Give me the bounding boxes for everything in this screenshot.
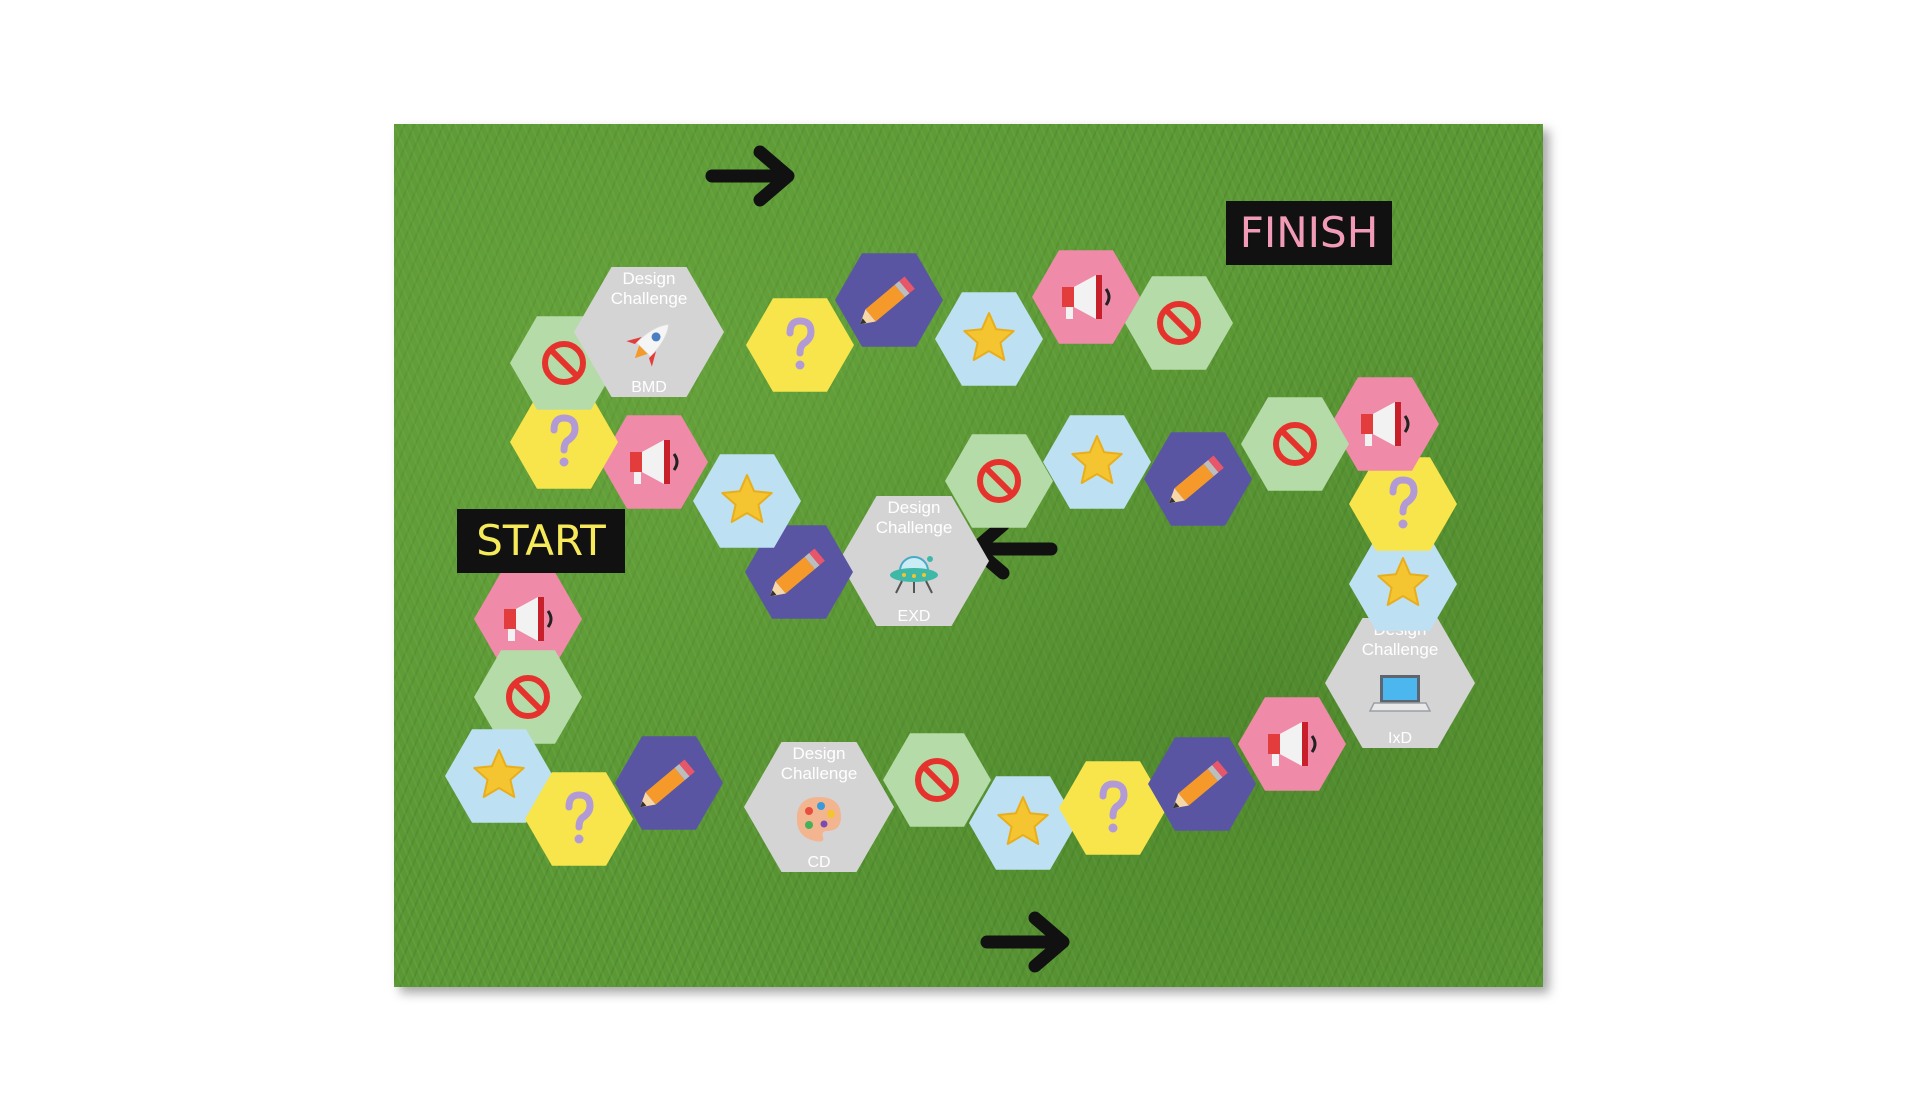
challenge-discipline-label: BMD [631,379,667,396]
question-tile[interactable] [746,298,854,392]
question-mark-icon [786,317,815,370]
start-label: START [457,509,625,573]
stop-tile[interactable] [1241,397,1349,491]
challenge-discipline-label: CD [807,854,830,871]
megaphone-tile[interactable] [1238,697,1346,791]
challenge-heading-line-1: Design [623,269,676,288]
design-challenge-tile[interactable]: DesignChallengeIxD [1325,618,1475,748]
megaphone-icon [1361,402,1410,446]
challenge-heading-line-2: Challenge [876,518,953,537]
star-icon [1071,435,1123,484]
pencil-tile[interactable] [835,253,943,347]
stop-tile[interactable] [1125,276,1233,370]
start-label-bg [457,509,625,573]
question-tile[interactable] [1349,457,1457,551]
star-tile[interactable] [1043,415,1151,509]
question-tile[interactable] [1059,761,1167,855]
pencil-tile[interactable] [615,736,723,830]
star-icon [721,474,773,523]
stop-icon [506,675,550,719]
finish-label-bg [1226,201,1392,265]
star-tile[interactable] [1349,537,1457,631]
star-tile[interactable] [445,729,553,823]
challenge-heading-line-2: Challenge [781,764,858,783]
pencil-tile[interactable] [745,525,853,619]
stop-tile[interactable] [945,434,1053,528]
challenge-heading-line-2: Challenge [1362,640,1439,659]
star-tile[interactable] [693,454,801,548]
star-tile[interactable] [935,292,1043,386]
pencil-icon [769,548,825,597]
arrow-right-icon [705,145,795,207]
star-tile[interactable] [969,776,1077,870]
pencil-icon [859,276,915,325]
stop-tile[interactable] [474,650,582,744]
stop-icon [1273,422,1317,466]
megaphone-tile[interactable] [474,572,582,666]
pencil-tile[interactable] [1144,432,1252,526]
game-board: DesignChallengeCDDesignChallengeIxDDesig… [394,124,1543,987]
megaphone-icon [1062,275,1111,319]
stop-icon [915,758,959,802]
start-label-text: START [476,516,606,565]
stop-icon [1157,301,1201,345]
star-icon [473,749,525,798]
rocket-icon [626,323,670,367]
stop-icon [977,459,1021,503]
question-mark-icon [1099,780,1128,833]
laptop-icon [1368,675,1432,712]
megaphone-icon [1268,722,1317,766]
megaphone-icon [630,440,679,484]
challenge-heading-line-1: Design [793,744,846,763]
star-icon [1377,557,1429,606]
pencil-icon [1168,455,1224,504]
stop-icon [542,341,586,385]
megaphone-tile[interactable] [1331,377,1439,471]
challenge-heading-line-2: Challenge [611,289,688,308]
star-icon [963,312,1015,361]
question-tile[interactable] [510,395,618,489]
finish-label: FINISH [1226,201,1392,265]
arrow-right-icon [980,911,1070,973]
board-canvas: DesignChallengeCDDesignChallengeIxDDesig… [445,145,1475,973]
star-icon [997,796,1049,845]
finish-label-text: FINISH [1240,208,1379,257]
palette-icon [796,797,841,842]
question-tile[interactable] [525,772,633,866]
arrow-left-icon [968,518,1058,580]
challenge-discipline-label: EXD [898,608,931,625]
ufo-icon [890,556,938,594]
pencil-icon [1172,760,1228,809]
megaphone-tile[interactable] [600,415,708,509]
megaphone-tile[interactable] [1032,250,1140,344]
challenge-discipline-label: IxD [1388,730,1412,747]
megaphone-icon [504,597,553,641]
question-mark-icon [565,791,594,844]
challenge-heading-line-1: Design [888,498,941,517]
question-mark-icon [1389,476,1418,529]
stop-tile[interactable] [883,733,991,827]
pencil-tile[interactable] [1148,737,1256,831]
pencil-icon [639,759,695,808]
question-mark-icon [550,414,579,467]
